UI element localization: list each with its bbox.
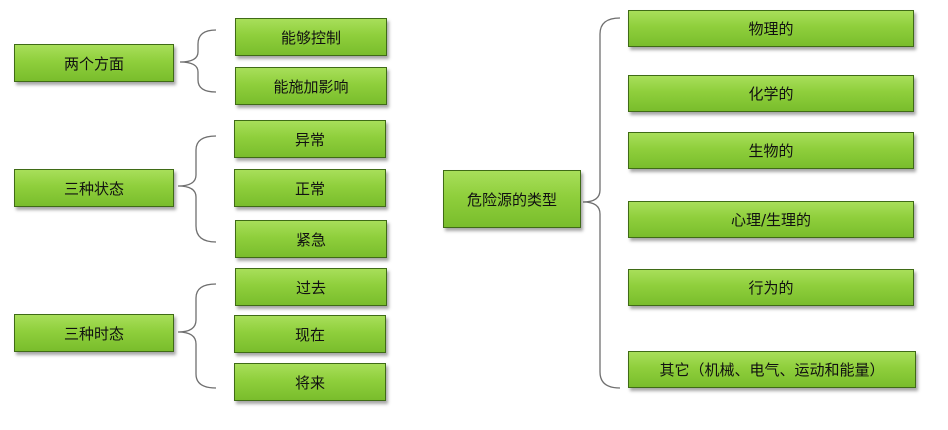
hazard-other: 其它（机械、电气、运动和能量） [628,351,916,388]
item-emergency: 紧急 [235,220,387,258]
item-future: 将来 [234,363,386,401]
hazard-physical: 物理的 [628,10,914,47]
item-can-control: 能够控制 [235,18,387,56]
hazard-behavioral: 行为的 [628,269,914,306]
bracket-two-aspects [179,29,217,93]
hazard-types-label: 危险源的类型 [443,170,581,228]
item-abnormal: 异常 [234,120,386,158]
group-three-states-label: 三种状态 [14,169,174,207]
bracket-three-states [177,135,217,243]
group-three-tenses-label: 三种时态 [14,314,174,352]
item-can-influence: 能施加影响 [235,67,387,105]
bracket-three-tenses [177,283,217,389]
item-normal: 正常 [234,169,386,207]
bracket-hazard-types [582,17,621,389]
group-two-aspects-label: 两个方面 [14,44,174,82]
item-present: 现在 [234,315,386,353]
hazard-psych-physio: 心理/生理的 [628,201,914,238]
item-past: 过去 [235,268,387,306]
hazard-biological: 生物的 [628,132,914,169]
hazard-chemical: 化学的 [628,75,914,112]
